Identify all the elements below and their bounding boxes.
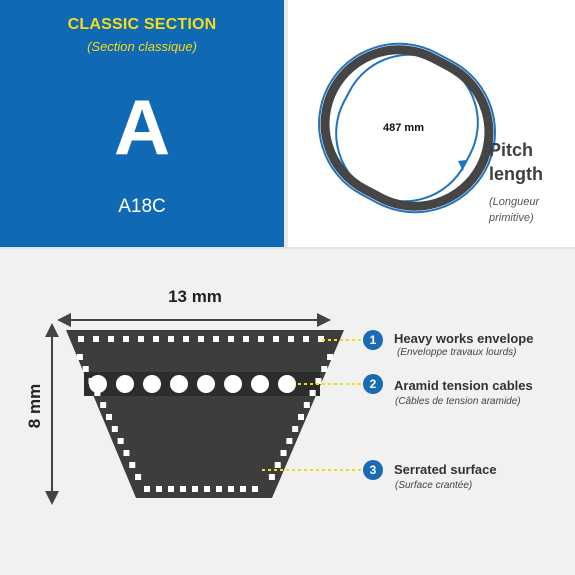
pitch-arrow-icon: [458, 160, 466, 171]
tension-cable: [278, 375, 296, 393]
serration-mark: [274, 462, 281, 468]
section-letter: A: [113, 83, 171, 171]
serration-mark: [268, 474, 275, 480]
serration-mark: [138, 336, 144, 342]
feature-subtitle-3: (Surface crantée): [395, 480, 473, 491]
serration-mark: [318, 336, 324, 342]
serration-mark: [243, 336, 249, 342]
serration-mark: [298, 414, 304, 420]
section-subtitle: (Section classique): [87, 39, 197, 54]
serration-mark: [123, 336, 129, 342]
serration-mark: [286, 438, 293, 444]
serration-mark: [123, 450, 130, 456]
feature-subtitle-2: (Câbles de tension aramide): [395, 396, 521, 407]
feature-badge-1: 1: [363, 330, 383, 350]
tension-cable: [197, 375, 215, 393]
serration-mark: [292, 426, 299, 432]
tension-cable: [224, 375, 242, 393]
serration-mark: [82, 366, 89, 372]
section-title: CLASSIC SECTION: [67, 16, 217, 33]
feature-title-3: Serrated surface: [394, 462, 497, 477]
serration-mark: [204, 486, 210, 492]
tension-cable: [143, 375, 161, 393]
serration-mark: [303, 336, 309, 342]
vertical-divider: [284, 0, 288, 247]
tension-cable: [170, 375, 188, 393]
serration-mark: [252, 486, 258, 492]
horizontal-divider: [0, 247, 575, 249]
height-label: 8 mm: [25, 383, 44, 429]
serration-mark: [168, 486, 174, 492]
serration-mark: [129, 462, 136, 468]
serration-mark: [168, 336, 174, 342]
serration-mark: [78, 336, 84, 342]
serration-mark: [228, 336, 234, 342]
section-panel: CLASSIC SECTION (Section classique) A A1…: [0, 0, 284, 247]
serration-mark: [228, 486, 234, 492]
pitch-title: Pitch length: [489, 140, 543, 184]
serration-mark: [156, 486, 162, 492]
tension-cables: [89, 375, 296, 393]
serration-mark: [213, 336, 219, 342]
serration-mark: [327, 354, 334, 360]
serration-mark: [321, 366, 328, 372]
belt-loop: [320, 45, 494, 211]
serration-mark: [240, 486, 246, 492]
pitch-length-value: 487 mm: [383, 122, 424, 134]
serration-mark: [303, 402, 310, 408]
serration-mark: [288, 336, 294, 342]
width-label: 13 mm: [168, 287, 222, 306]
belt-outer-pitch-outline: [318, 42, 496, 214]
feature-badge-2: 2: [363, 374, 383, 394]
serration-mark: [280, 450, 287, 456]
tension-cable: [89, 375, 107, 393]
serration-mark: [273, 336, 279, 342]
feature-badge-3: 3: [363, 460, 383, 480]
serration-mark: [117, 438, 124, 444]
serration-mark: [258, 336, 264, 342]
serration-mark: [216, 486, 222, 492]
serration-mark: [94, 390, 101, 396]
serration-mark: [144, 486, 150, 492]
feature-title-1: Heavy works envelope: [394, 331, 534, 346]
serration-mark: [108, 336, 114, 342]
serration-mark: [76, 354, 83, 360]
serration-mark: [153, 336, 159, 342]
belt-loop-illustration: [318, 42, 496, 214]
feature-title-2: Aramid tension cables: [394, 378, 533, 393]
serration-mark: [315, 378, 322, 384]
serration-mark: [100, 402, 107, 408]
feature-subtitle-1: (Enveloppe travaux lourds): [397, 347, 517, 358]
pitch-subtitle: (Longueur primitive): [489, 196, 540, 224]
serration-mark: [135, 474, 142, 480]
tension-cable: [116, 375, 134, 393]
serration-mark: [192, 486, 198, 492]
section-code: A18C: [118, 196, 166, 217]
serration-marks: [76, 336, 334, 492]
tension-cable: [251, 375, 269, 393]
serration-mark: [198, 336, 204, 342]
belt-cross-section: [66, 330, 344, 498]
serration-mark: [180, 486, 186, 492]
serration-mark: [93, 336, 99, 342]
serration-mark: [309, 390, 316, 396]
serration-mark: [183, 336, 189, 342]
serration-mark: [106, 414, 112, 420]
serration-mark: [111, 426, 118, 432]
